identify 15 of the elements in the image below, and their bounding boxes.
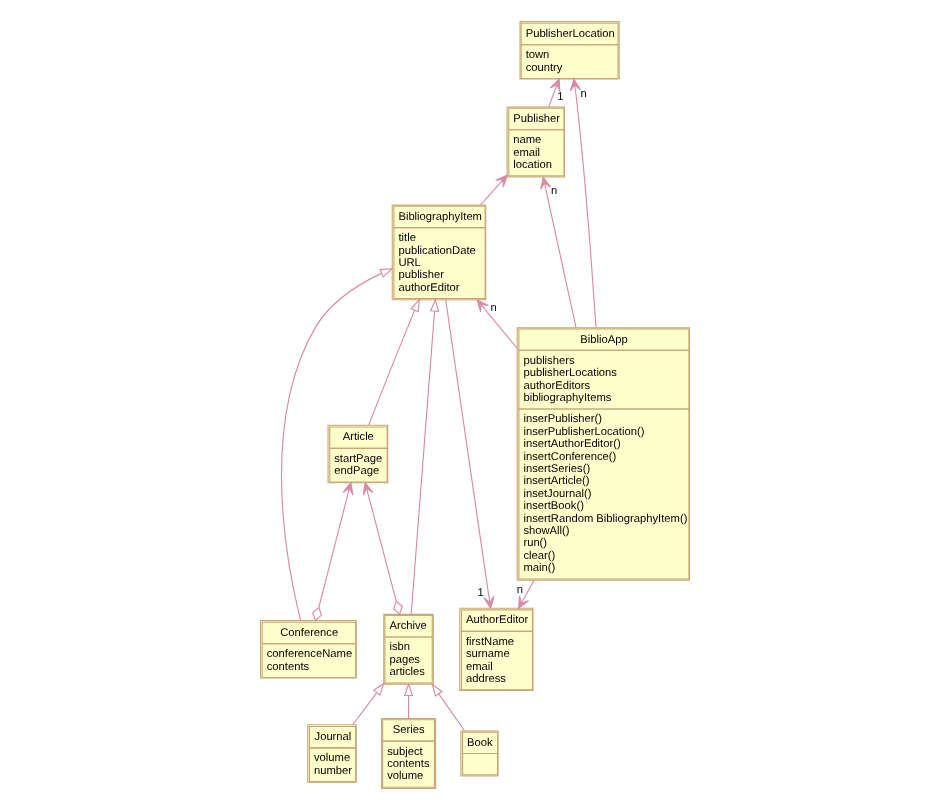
- arrow: [409, 298, 439, 615]
- arrow: [402, 682, 413, 719]
- arrow: [547, 78, 560, 108]
- arrow: [479, 174, 507, 206]
- arrow: [367, 298, 419, 426]
- arrow: [430, 683, 465, 732]
- arrow: [280, 268, 393, 622]
- arrow: [311, 482, 353, 622]
- arrow: [475, 299, 517, 349]
- arrow: [444, 299, 494, 609]
- arrow: [361, 482, 402, 616]
- arrow: [517, 579, 534, 609]
- arrow: [568, 78, 596, 329]
- arrow: [351, 682, 384, 726]
- arrow: [539, 176, 576, 329]
